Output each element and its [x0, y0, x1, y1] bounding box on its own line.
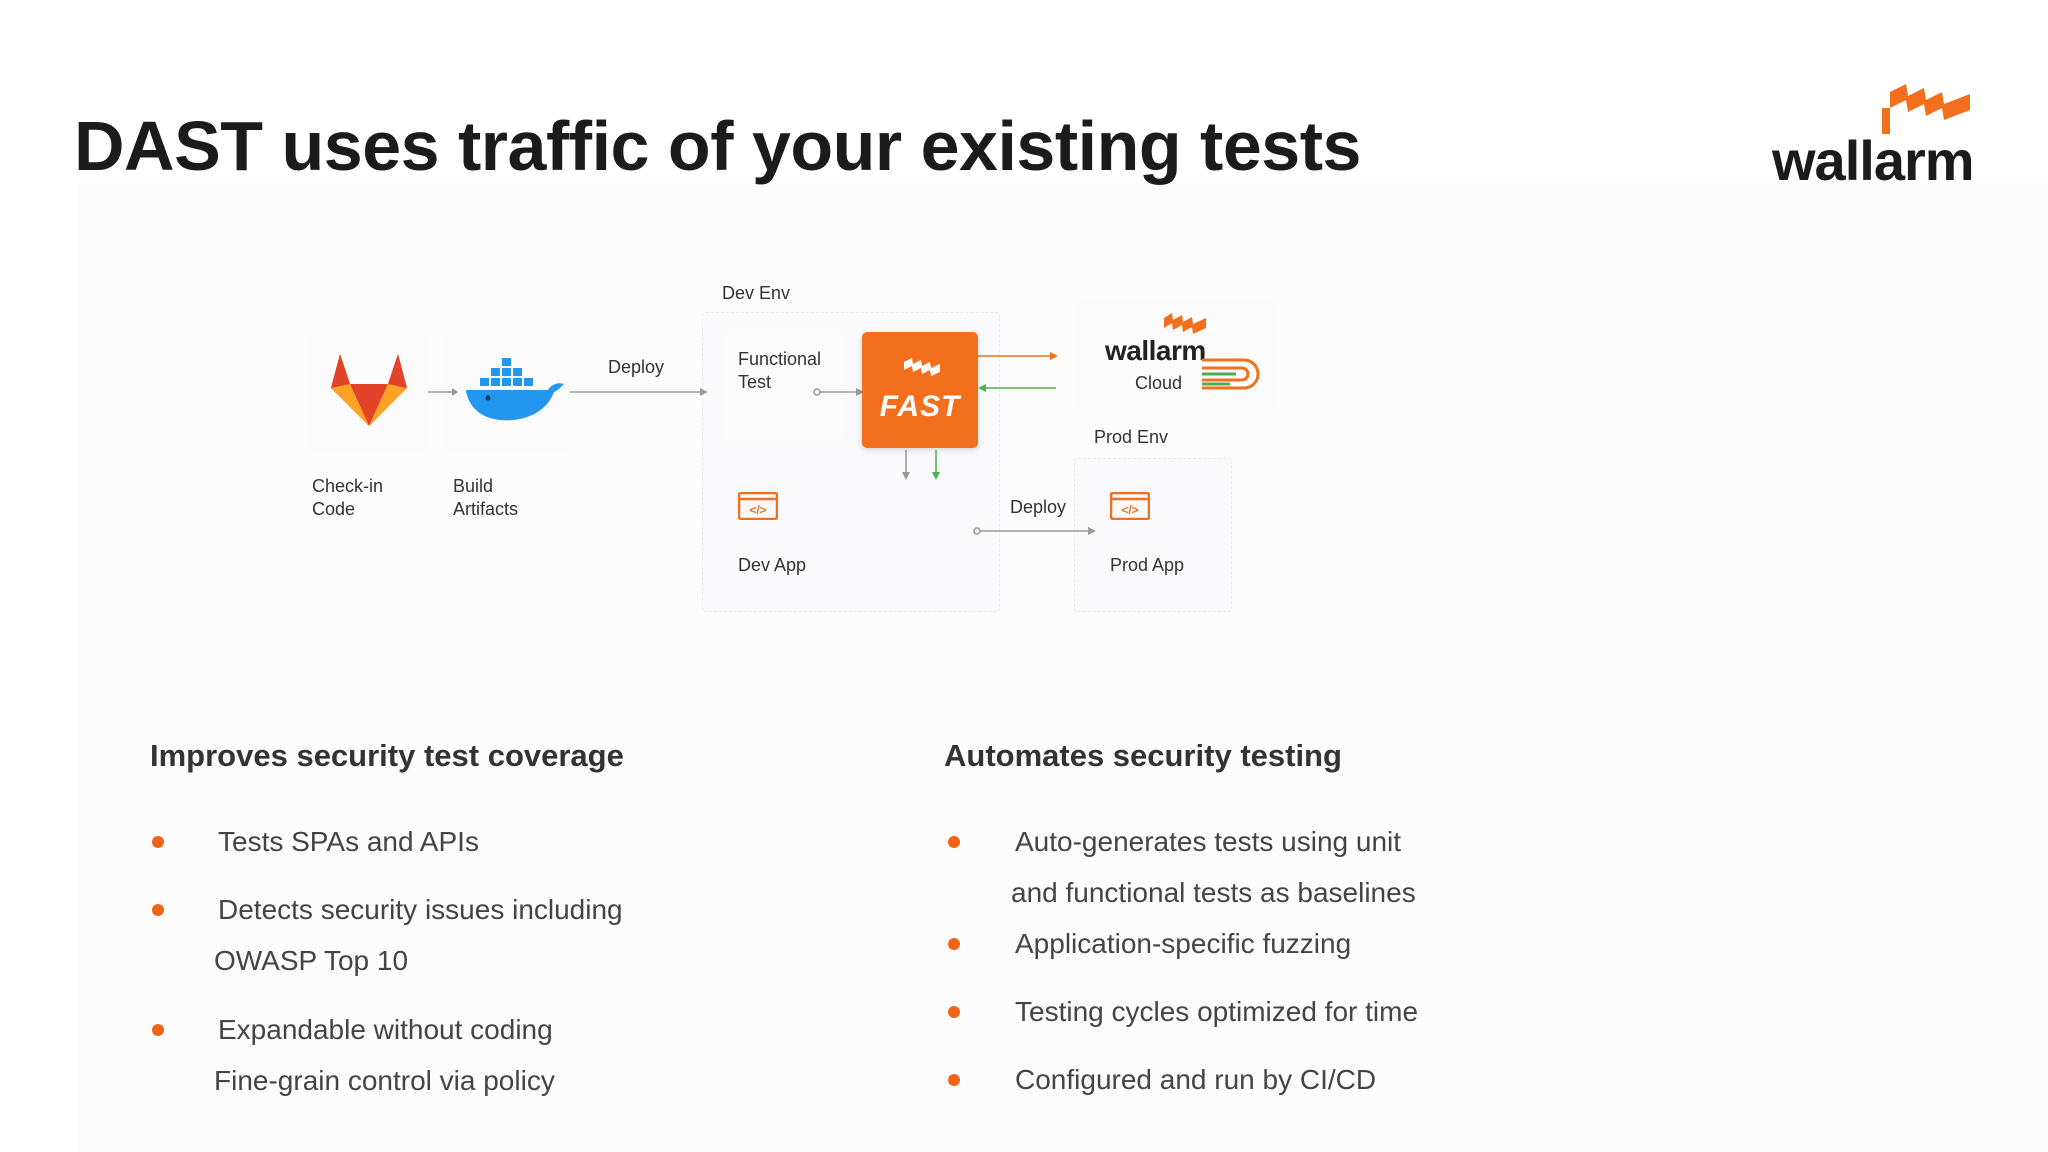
- prod-env-box: [1074, 458, 1232, 612]
- left-bullet-2-cont: OWASP Top 10: [214, 945, 409, 976]
- dev-app-code-icon: </>: [738, 492, 778, 520]
- cloud-label: Cloud: [1135, 373, 1183, 393]
- cloud-speed-icon: [1202, 358, 1260, 390]
- svg-text:</>: </>: [1121, 503, 1138, 517]
- arrow-fast-cloud: [978, 352, 1058, 392]
- left-bullet-1: Tests SPAs and APIs: [218, 826, 479, 857]
- left-bullet-3-cont: Fine-grain control via policy: [214, 1065, 555, 1096]
- deploy-label-1: Deploy: [608, 357, 665, 377]
- bullet-dot: [948, 938, 960, 950]
- right-bullet-1-cont: and functional tests as baselines: [1011, 877, 1416, 908]
- cloud-wordmark: wallarm: [1105, 335, 1206, 366]
- cloud-flag-icon: [1164, 313, 1206, 334]
- arrow-test-fast: [813, 388, 864, 396]
- dev-app-label: Dev App: [738, 555, 807, 575]
- bullet-dot: [152, 836, 164, 848]
- left-bullet-3: Expandable without coding: [218, 1014, 553, 1045]
- left-bullet-2: Detects security issues including: [218, 894, 623, 925]
- bullet-dot: [948, 1074, 960, 1086]
- right-bullet-4: Configured and run by CI/CD: [1015, 1064, 1377, 1095]
- left-section-heading: Improves security test coverage: [150, 738, 624, 773]
- svg-text:</>: </>: [749, 503, 766, 517]
- bullet-dot: [152, 904, 164, 916]
- wallarm-flag-icon: [1882, 84, 1970, 134]
- arrow-deploy-dev: [570, 388, 708, 396]
- right-bullet-1: Auto-generates tests using unit: [1015, 826, 1402, 857]
- right-bullet-2: Application-specific fuzzing: [1015, 928, 1352, 959]
- cloud-card: [1075, 300, 1275, 410]
- fast-label: FAST: [879, 390, 961, 423]
- arrow-deploy-prod: [973, 527, 1096, 535]
- prod-env-label: Prod Env: [1094, 427, 1169, 447]
- slide-title: DAST uses traffic of your existing tests: [74, 107, 1361, 185]
- checkin-code-label: Check-in Code: [312, 476, 384, 519]
- arrow-fast-devapp: [902, 450, 940, 480]
- wallarm-logo: wallarm: [1772, 82, 1975, 192]
- dev-env-label: Dev Env: [722, 283, 791, 303]
- functional-test-card: [722, 330, 844, 440]
- prod-app-label: Prod App: [1110, 555, 1185, 575]
- bullet-dot: [948, 836, 960, 848]
- right-bullet-3: Testing cycles optimized for time: [1015, 996, 1419, 1027]
- arrow-checkin-build: [428, 388, 458, 396]
- fast-flag-icon: [904, 358, 940, 376]
- bullet-dot: [152, 1024, 164, 1036]
- functional-test-label: Functional Test: [738, 349, 822, 392]
- logo-wordmark: wallarm: [1772, 129, 1975, 192]
- fast-box: FAST: [862, 332, 978, 448]
- right-section-heading: Automates security testing: [944, 738, 1342, 773]
- deploy-label-2: Deploy: [1010, 497, 1067, 517]
- gitlab-icon: [331, 354, 407, 426]
- bullet-dot: [948, 1006, 960, 1018]
- prod-app-code-icon: </>: [1110, 492, 1150, 520]
- docker-icon: [466, 358, 564, 421]
- build-artifacts-label: Build Artifacts: [453, 476, 519, 519]
